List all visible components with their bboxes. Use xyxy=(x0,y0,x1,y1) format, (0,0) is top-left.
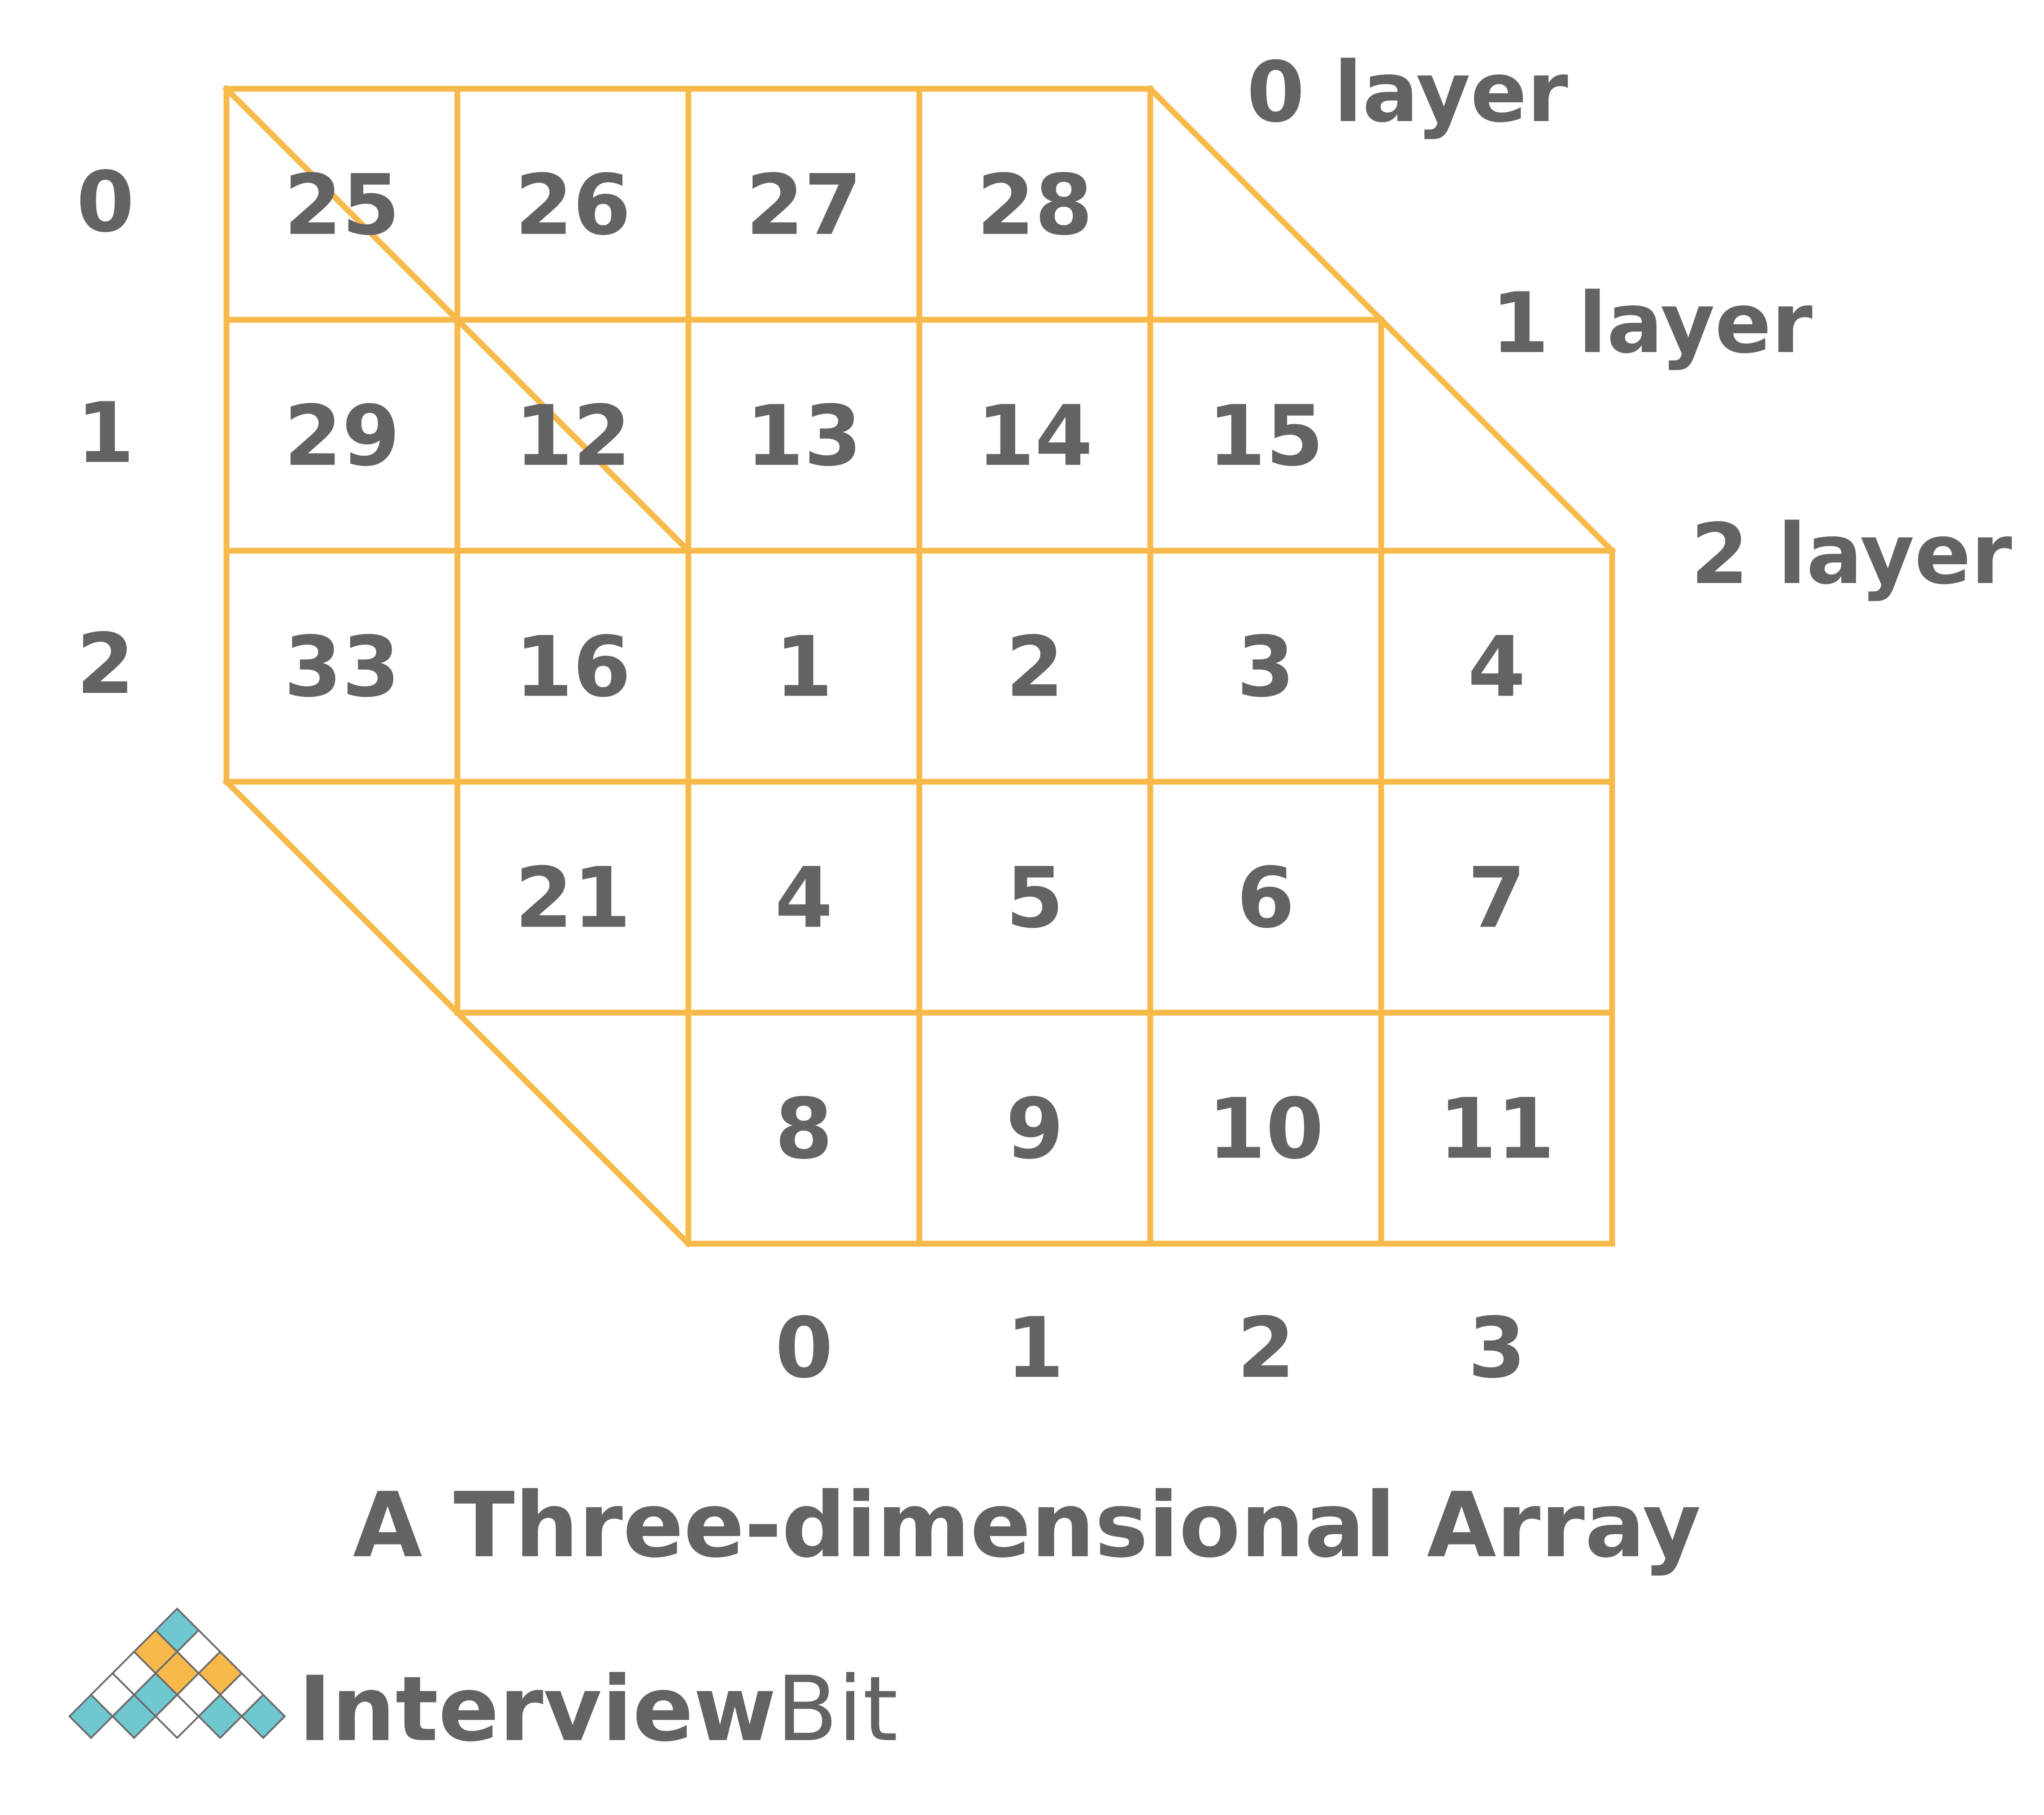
brand-name-strong: Interview xyxy=(298,1657,776,1762)
row-index-2: 2 xyxy=(76,615,134,713)
cell-value: 11 xyxy=(1439,1080,1555,1178)
column-index-2: 2 xyxy=(1237,1299,1295,1397)
cell-value: 12 xyxy=(515,387,631,485)
diagram-title: A Three-dimensional Array xyxy=(353,1473,1701,1578)
cell-value: 4 xyxy=(1468,618,1526,716)
column-indices: 0 1 2 3 xyxy=(775,1299,1526,1397)
cell-value: 16 xyxy=(515,618,631,716)
row-indices: 0 1 2 xyxy=(76,153,134,713)
row-index-1: 1 xyxy=(76,384,134,482)
column-index-3: 3 xyxy=(1468,1299,1526,1397)
cell-value: 3 xyxy=(1237,618,1295,716)
cell-value: 10 xyxy=(1208,1080,1324,1178)
cell-value: 6 xyxy=(1237,849,1295,947)
cell-grid xyxy=(223,86,1615,1247)
logo-diamond xyxy=(111,1693,157,1739)
layer-labels: 0 layer 1 layer 2 layer xyxy=(1247,44,2012,603)
layer-label-1: 1 layer xyxy=(1491,274,1813,372)
cell-value: 28 xyxy=(977,157,1093,254)
cell-value: 21 xyxy=(515,849,631,947)
cell-value: 9 xyxy=(1006,1080,1064,1178)
cell-value: 5 xyxy=(1006,849,1064,947)
layer-label-0: 0 layer xyxy=(1247,44,1568,141)
layer-label-2: 2 layer xyxy=(1691,505,2012,603)
cell-value: 4 xyxy=(775,849,833,947)
cell-value: 25 xyxy=(284,157,400,254)
logo-diamond xyxy=(240,1693,286,1739)
diamond-grid-logo-icon xyxy=(68,1607,286,1739)
row-index-0: 0 xyxy=(76,153,134,251)
logo-diamond xyxy=(197,1693,243,1739)
column-index-0: 0 xyxy=(775,1299,833,1397)
cell-value: 33 xyxy=(284,618,400,716)
cell-value: 7 xyxy=(1468,849,1526,947)
cell-value: 8 xyxy=(775,1080,833,1178)
cell-value: 1 xyxy=(775,618,833,716)
cell-value: 2 xyxy=(1006,618,1064,716)
cell-value: 26 xyxy=(515,157,631,254)
cell-value: 13 xyxy=(746,387,862,485)
brand: InterviewBit xyxy=(68,1607,898,1762)
column-index-1: 1 xyxy=(1006,1299,1064,1397)
brand-wordmark: InterviewBit xyxy=(298,1657,898,1762)
cell-value: 14 xyxy=(977,387,1093,485)
brand-name-light: Bit xyxy=(776,1657,898,1762)
cell-value: 15 xyxy=(1208,387,1324,485)
cell-value: 27 xyxy=(746,157,862,254)
cell-value: 29 xyxy=(284,387,400,485)
logo-diamond xyxy=(154,1693,200,1739)
logo-diamond xyxy=(68,1693,114,1739)
